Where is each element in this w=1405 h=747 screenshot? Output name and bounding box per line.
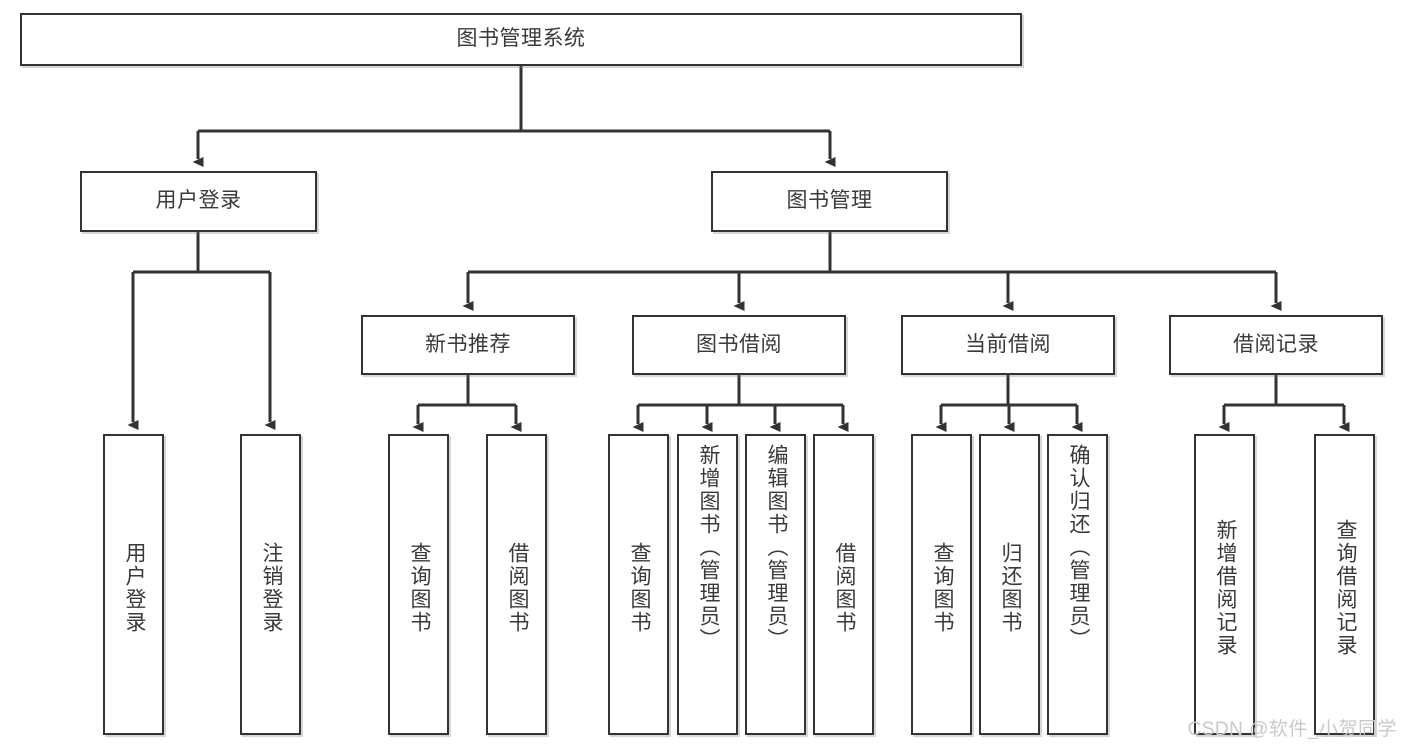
node-user-login-label: 用户登录 — [155, 189, 242, 213]
node-book-borrow-label: 图书借阅 — [696, 332, 782, 356]
node-leaf-query-record[interactable]: 查询借阅记录 — [1314, 434, 1375, 735]
node-leaf-query-book-c[interactable]: 查询图书 — [911, 434, 972, 735]
node-leaf-edit-book[interactable]: 编辑图书（管理员） — [745, 434, 806, 735]
node-leaf-query-book-a-label: 查询图书 — [407, 541, 431, 634]
node-borrow-record[interactable]: 借阅记录 — [1169, 315, 1383, 375]
node-leaf-query-book-a[interactable]: 查询图书 — [388, 434, 449, 735]
node-leaf-query-book-b[interactable]: 查询图书 — [608, 434, 669, 735]
node-leaf-confirm-return-label: 确认归还（管理员） — [1066, 444, 1090, 651]
node-leaf-borrow-book-a-label: 借阅图书 — [505, 541, 529, 634]
node-leaf-borrow-book-b-label: 借阅图书 — [832, 541, 856, 634]
node-user-login[interactable]: 用户登录 — [80, 171, 317, 232]
node-leaf-add-book-label: 新增图书（管理员） — [696, 444, 720, 651]
node-leaf-add-record[interactable]: 新增借阅记录 — [1194, 434, 1255, 735]
node-borrow-record-label: 借阅记录 — [1233, 332, 1319, 356]
csdn-watermark: CSDN @软件_小贺同学 — [1187, 719, 1397, 740]
node-book-manage-label: 图书管理 — [786, 189, 873, 213]
node-leaf-query-book-b-label: 查询图书 — [627, 541, 651, 634]
node-leaf-logout[interactable]: 注销登录 — [240, 434, 301, 735]
node-new-book-rec-label: 新书推荐 — [425, 332, 511, 356]
node-leaf-return-book-label: 归还图书 — [998, 541, 1022, 634]
node-leaf-query-book-c-label: 查询图书 — [930, 541, 954, 634]
node-leaf-user-login-label: 用户登录 — [122, 541, 146, 634]
node-root-label: 图书管理系统 — [456, 27, 586, 51]
node-leaf-borrow-book-b[interactable]: 借阅图书 — [813, 434, 874, 735]
node-current-borrow[interactable]: 当前借阅 — [901, 315, 1115, 375]
node-leaf-logout-label: 注销登录 — [259, 541, 283, 634]
node-leaf-confirm-return[interactable]: 确认归还（管理员） — [1047, 434, 1108, 735]
node-current-borrow-label: 当前借阅 — [965, 332, 1051, 356]
node-leaf-return-book[interactable]: 归还图书 — [979, 434, 1040, 735]
node-leaf-user-login[interactable]: 用户登录 — [103, 434, 164, 735]
node-leaf-query-record-label: 查询借阅记录 — [1333, 518, 1357, 657]
node-leaf-add-book[interactable]: 新增图书（管理员） — [677, 434, 738, 735]
node-root[interactable]: 图书管理系统 — [20, 13, 1022, 66]
node-book-manage[interactable]: 图书管理 — [711, 171, 948, 232]
node-new-book-rec[interactable]: 新书推荐 — [361, 315, 575, 375]
node-leaf-add-record-label: 新增借阅记录 — [1213, 518, 1237, 657]
node-leaf-edit-book-label: 编辑图书（管理员） — [764, 444, 788, 651]
node-leaf-borrow-book-a[interactable]: 借阅图书 — [486, 434, 547, 735]
node-book-borrow[interactable]: 图书借阅 — [632, 315, 846, 375]
